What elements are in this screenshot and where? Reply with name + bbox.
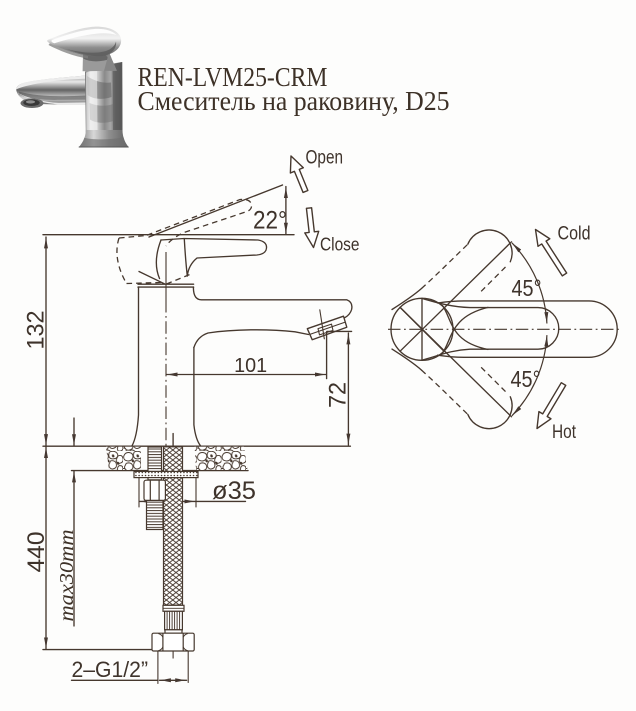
- svg-text:72: 72: [325, 382, 352, 408]
- svg-text:Hot: Hot: [552, 421, 576, 443]
- svg-text:132: 132: [23, 311, 50, 350]
- svg-text:Close: Close: [320, 234, 360, 255]
- svg-text:max30mm: max30mm: [57, 530, 78, 622]
- svg-text:101: 101: [234, 354, 267, 377]
- svg-text:45°: 45°: [512, 275, 542, 301]
- svg-text:Open: Open: [306, 148, 344, 169]
- svg-text:440: 440: [23, 532, 50, 573]
- svg-text:ø35: ø35: [212, 477, 256, 505]
- svg-text:22°: 22°: [253, 207, 287, 235]
- svg-text:Cold: Cold: [558, 223, 591, 245]
- svg-text:REN-LVM25-CRM: REN-LVM25-CRM: [138, 62, 328, 92]
- svg-text:2–G1/2”: 2–G1/2”: [72, 657, 149, 682]
- svg-text:45°: 45°: [511, 366, 541, 392]
- svg-text:Смеситель на раковину, D25: Смеситель на раковину, D25: [138, 86, 450, 116]
